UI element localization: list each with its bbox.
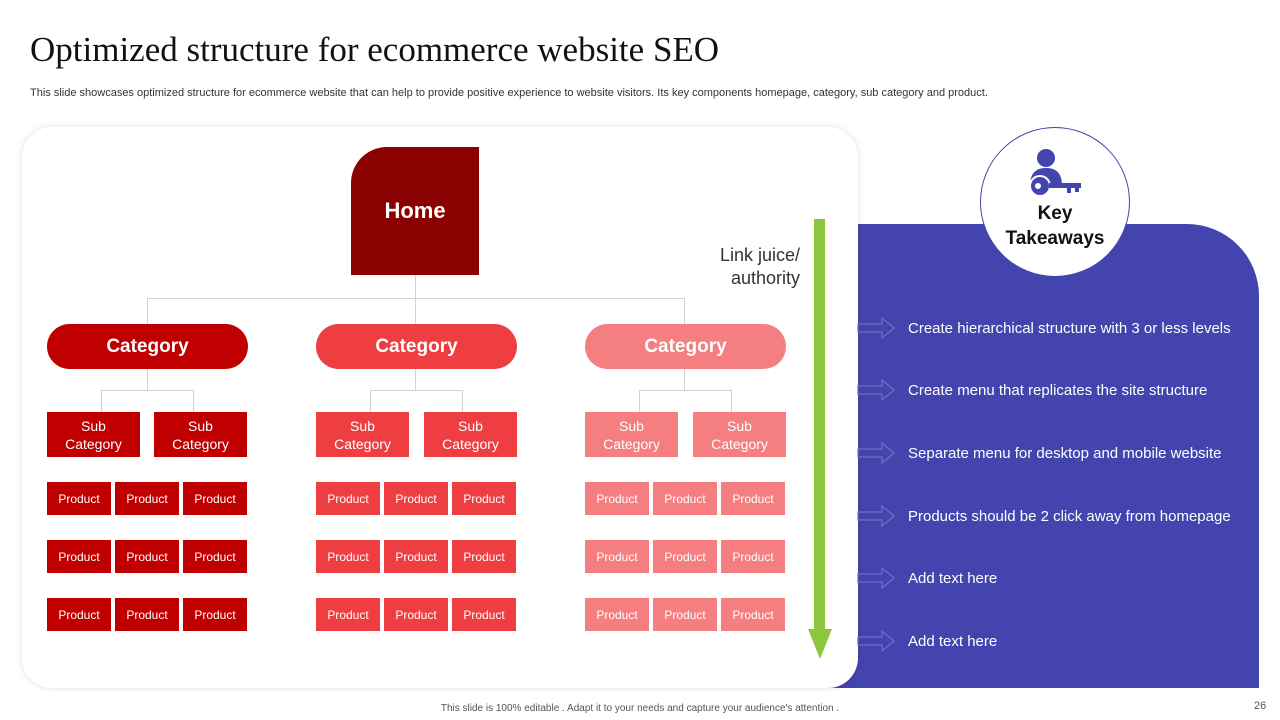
key-takeaways-heading-line: Takeaways	[1005, 228, 1105, 249]
category-node-1: Category	[47, 324, 248, 369]
sub-category-label: Sub	[619, 417, 644, 434]
connector-line	[684, 298, 685, 324]
connector-line	[147, 298, 148, 324]
sub-category-label: Category	[334, 435, 391, 452]
connector-line	[731, 390, 732, 412]
product-node: Product	[183, 598, 247, 631]
sub-category-label: Category	[442, 435, 499, 452]
key-takeaways-badge	[980, 127, 1130, 277]
product-node: Product	[183, 540, 247, 573]
link-juice-line: authority	[730, 268, 800, 288]
product-node: Product	[384, 540, 448, 573]
connector-line	[101, 390, 194, 391]
product-node: Product	[384, 482, 448, 515]
takeaway-item: Products should be 2 click away from hom…	[908, 508, 1231, 525]
product-node: Product	[721, 598, 785, 631]
takeaway-item: Add text here	[908, 633, 998, 650]
slide-title: Optimized structure for ecommerce websit…	[30, 30, 720, 69]
sub-category-label: Sub	[458, 417, 483, 434]
chevron-right-icon	[857, 566, 895, 590]
connector-line	[370, 390, 463, 391]
product-node: Product	[316, 540, 380, 573]
sub-category-label: Sub	[727, 417, 752, 434]
connector-line	[462, 390, 463, 412]
product-node: Product	[47, 598, 111, 631]
home-node: Home	[351, 147, 479, 275]
product-node: Product	[183, 482, 247, 515]
connector-line	[415, 275, 416, 299]
sub-category-label: Sub	[350, 417, 375, 434]
sub-category-label: Category	[65, 435, 122, 452]
takeaways-panel	[820, 224, 1259, 688]
product-node: Product	[47, 540, 111, 573]
connector-line	[147, 369, 148, 391]
takeaway-item: Add text here	[908, 570, 998, 587]
category-node-3: Category	[585, 324, 786, 369]
sub-category-label: Category	[603, 435, 660, 452]
product-node: Product	[653, 540, 717, 573]
sub-category-label: Category	[172, 435, 229, 452]
product-node: Product	[384, 598, 448, 631]
product-node: Product	[452, 482, 516, 515]
chevron-right-icon	[857, 378, 895, 402]
key-takeaways-heading-line: Key	[1037, 203, 1073, 224]
product-node: Product	[115, 482, 179, 515]
connector-line	[415, 298, 416, 324]
product-node: Product	[653, 482, 717, 515]
user-key-icon	[1029, 149, 1081, 197]
down-arrow-icon	[808, 219, 832, 659]
connector-line	[101, 390, 102, 412]
product-node: Product	[721, 540, 785, 573]
product-node: Product	[316, 598, 380, 631]
category-node-2: Category	[316, 324, 517, 369]
product-node: Product	[452, 598, 516, 631]
slide-footer: This slide is 100% editable . Adapt it t…	[440, 703, 840, 714]
product-node: Product	[452, 540, 516, 573]
takeaway-item: Create hierarchical structure with 3 or …	[908, 320, 1231, 337]
product-node: Product	[115, 540, 179, 573]
connector-line	[639, 390, 732, 391]
chevron-right-icon	[857, 629, 895, 653]
connector-line	[684, 369, 685, 391]
link-juice-label: Link juice/authority	[700, 244, 800, 290]
chevron-right-icon	[857, 504, 895, 528]
product-node: Product	[115, 598, 179, 631]
product-node: Product	[585, 482, 649, 515]
connector-line	[415, 369, 416, 391]
sub-category-label: Category	[711, 435, 768, 452]
connector-line	[147, 298, 685, 299]
connector-line	[370, 390, 371, 412]
product-node: Product	[721, 482, 785, 515]
takeaway-item: Create menu that replicates the site str…	[908, 382, 1208, 399]
product-node: Product	[585, 598, 649, 631]
takeaway-item: Separate menu for desktop and mobile web…	[908, 445, 1222, 462]
product-node: Product	[316, 482, 380, 515]
slide-subtitle: This slide showcases optimized structure…	[30, 87, 988, 99]
chevron-right-icon	[857, 441, 895, 465]
connector-line	[193, 390, 194, 412]
sub-category-label: Sub	[188, 417, 213, 434]
chevron-right-icon	[857, 316, 895, 340]
page-number: 26	[1254, 700, 1267, 712]
connector-line	[639, 390, 640, 412]
product-node: Product	[653, 598, 717, 631]
sub-category-label: Sub	[81, 417, 106, 434]
product-node: Product	[585, 540, 649, 573]
link-juice-line: Link juice/	[719, 245, 800, 265]
product-node: Product	[47, 482, 111, 515]
